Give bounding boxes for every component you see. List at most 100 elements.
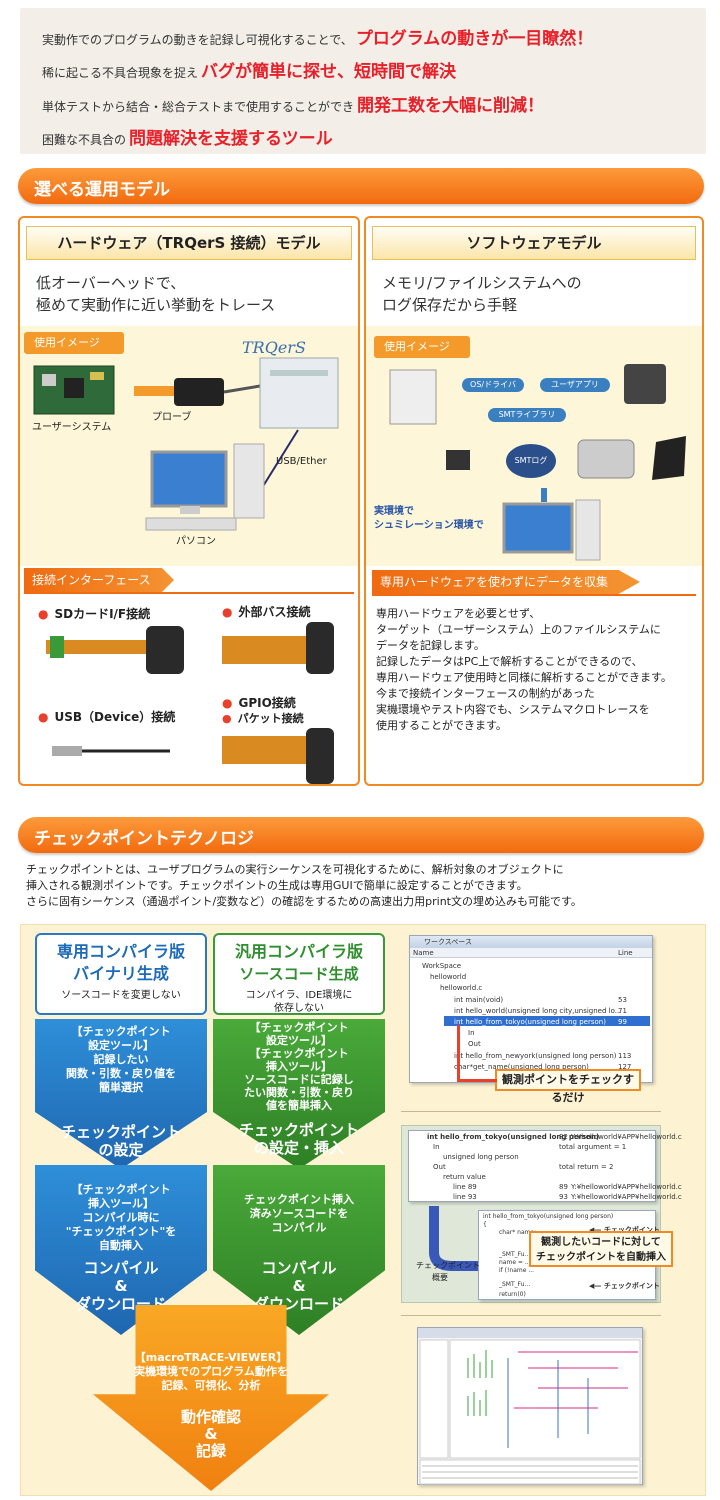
tree-row[interactable]: helloworld	[430, 973, 467, 981]
tree-row[interactable]: WorkSpace	[422, 962, 462, 970]
tree-row[interactable]: int main(void)	[454, 996, 504, 1004]
software-lead: メモリ/ファイルシステムへの	[382, 274, 582, 292]
binary-header: 専用コンパイラ版 バイナリ生成 ソースコードを変更しない	[35, 933, 207, 1015]
right-step2-label: コンパイル&ダウンロード	[253, 1259, 344, 1313]
box-smt-library: SMTライブラリ	[488, 408, 566, 422]
tree-row[interactable]: In	[468, 1029, 475, 1037]
right-step1-text: 【チェックポイント設定ツール】【チェックポイント挿入ツール】ソースコードに記録し…	[244, 1021, 354, 1112]
gpio-cable	[222, 736, 312, 764]
env-real: 実環境で	[374, 506, 414, 517]
viewer-toolbar	[418, 1328, 642, 1338]
tv-image	[446, 450, 470, 470]
software-image-area: 使用イメージ OS/ドライバ ユーザアプリ SMTライブラリ SMTログ 実環境…	[366, 326, 702, 566]
printer-image	[389, 369, 437, 425]
camcorder-image	[624, 364, 666, 404]
software-description: 専用ハードウェアを必要とせず、 ターゲット（ユーザーシステム）上のファイルシステ…	[376, 607, 672, 732]
env-sim: シュミレーション環境で	[374, 520, 484, 531]
workspace-header: Name Line	[410, 948, 652, 958]
probe-image	[174, 378, 224, 406]
cp-row[interactable]: return value	[443, 1173, 486, 1181]
interface-item: ●外部バス接続	[222, 605, 311, 619]
checkpoint-area: 専用コンパイラ版 バイナリ生成 ソースコードを変更しない 汎用コンパイラ版 ソー…	[20, 924, 706, 1496]
cp-row[interactable]: unsigned long person	[443, 1153, 519, 1161]
camera-image	[577, 439, 635, 479]
callout-pointer	[457, 1025, 460, 1081]
cp-row[interactable]: int hello_from_tokyo(unsigned long perso…	[427, 1133, 600, 1141]
tree-row[interactable]: Out	[468, 1040, 481, 1048]
bottom-label: 動作確認&記録	[180, 1408, 241, 1460]
box-user-app: ユーザアプリ	[540, 378, 610, 392]
summary-label: 概要	[432, 1273, 448, 1282]
label-user-system: ユーザーシステム	[32, 422, 112, 433]
interface-item: ●GPIO接続	[222, 696, 296, 710]
label-pc: パソコン	[176, 536, 216, 547]
software-title: ソフトウェアモデル	[372, 226, 696, 260]
cp-row[interactable]: line 93	[453, 1193, 477, 1201]
interface-item: ●パケット接続	[222, 712, 304, 725]
cp-label: ◀— チェックポイント	[589, 1226, 660, 1234]
tablet-image	[652, 436, 686, 480]
cp-label: ◀— チェックポイント	[589, 1282, 660, 1290]
cp-row[interactable]: Out	[433, 1163, 446, 1171]
left-step1-label: チェックポイントの設定	[60, 1123, 181, 1159]
usage-image-tag: 使用イメージ	[24, 332, 124, 354]
tree-row-selected[interactable]: int hello_from_tokyo(unsigned long perso…	[454, 1018, 606, 1026]
tree-row[interactable]: int hello_from_newyork(unsigned long per…	[454, 1052, 617, 1060]
intro-line: 稀に起こる不具合現象を捉えバグが簡単に探せ、短時間で解決	[42, 62, 457, 82]
selected-row-bg	[444, 1016, 650, 1026]
cp-row[interactable]: line 89	[453, 1183, 477, 1191]
tree-row[interactable]: helloworld.c	[440, 984, 483, 992]
checkpoint-table: int hello_from_tokyo(unsigned long perso…	[408, 1130, 682, 1202]
callout-pointer	[457, 1079, 497, 1082]
ribbon-line	[24, 592, 354, 594]
left-step2-text: 【チェックポイント挿入ツール】コンパイル時に"チェックポイント"を自動挿入	[65, 1183, 177, 1252]
section-header-models: 選べる運用モデル	[18, 168, 704, 204]
left-step2-label: コンパイル&ダウンロード	[75, 1259, 166, 1313]
bus-cable	[222, 636, 312, 664]
intro-line: 実動作でのプログラムの動きを記録し可視化することで、プログラムの動きが一目瞭然！	[42, 29, 594, 49]
section-header-checkpoint: チェックポイントテクノロジ	[18, 817, 704, 853]
tree-row[interactable]: char*get_name(unsigned long person)	[454, 1063, 589, 1071]
pc-tower	[233, 443, 265, 519]
right-step2-text: チェックポイント挿入済みソースコードをコンパイル	[244, 1193, 354, 1234]
interface-ribbon: 接続インターフェース	[24, 568, 174, 592]
bottom-text: 【macroTRACE-VIEWER】実機環境でのプログラム動作を記録、可視化、…	[134, 1351, 288, 1392]
software-diagram	[389, 364, 686, 561]
tree-row[interactable]: int hello_world(unsigned long city,unsig…	[454, 1007, 622, 1015]
left-step1-text: 【チェックポイント設定ツール】記録したい関数・引数・戻り値を簡単選択	[66, 1025, 176, 1094]
workspace-callout: 観測ポイントをチェックするだけ	[495, 1069, 641, 1104]
interface-item: ●SDカードI/F接続	[38, 607, 151, 621]
label-usb-ether: USB/Ether	[276, 456, 327, 467]
hardware-diagram	[33, 357, 339, 531]
trqers-logo: TRQerS	[242, 338, 306, 357]
ribbon-line	[372, 594, 696, 596]
checkpoint-intro: チェックポイントとは、ユーザプログラムの実行シーケンスを可視化するために、解析対…	[26, 863, 582, 908]
interface-item: ●USB（Device）接続	[38, 710, 176, 724]
right-step1-label: チェックポイントの設定・挿入	[238, 1121, 359, 1157]
pc-monitor	[502, 502, 574, 554]
bottom-arrow	[93, 1305, 329, 1491]
source-header: 汎用コンパイラ版 ソースコード生成 コンパイラ、IDE環境に 依存しない	[213, 933, 385, 1015]
summary-label: チェックポイント	[416, 1261, 480, 1270]
collect-ribbon: 専用ハードウェアを使わずにデータを収集	[372, 570, 640, 594]
hardware-image-area: 使用イメージ TRQerS ユーザーシステム プローブ USB/Ether パソ…	[20, 326, 358, 566]
software-panel: ソフトウェアモデル メモリ/ファイルシステムへの ログ保存だから手軽 使用イメー…	[364, 216, 704, 786]
intro-box: 実動作でのプログラムの動きを記録し可視化することで、プログラムの動きが一目瞭然！…	[20, 8, 706, 154]
box-smt-log: SMTログ	[506, 444, 556, 478]
intro-line: 単体テストから結合・総合テストまで使用することができ開発工数を大幅に削減！	[42, 96, 545, 116]
trqers-unit	[259, 357, 339, 429]
divider	[401, 1111, 661, 1112]
pc-keyboard	[145, 517, 237, 531]
hardware-lead: 極めて実動作に近い挙動をトレース	[36, 296, 276, 314]
hardware-lead: 低オーバーヘッドで、	[36, 274, 186, 292]
box-os-driver: OS/ドライバ	[462, 378, 524, 392]
cp-row[interactable]: In	[433, 1143, 440, 1151]
interface-images	[46, 622, 334, 784]
workspace-title: ワークスペース	[410, 936, 652, 948]
pc-monitor	[150, 450, 228, 508]
checkpoint-callout: 観測したいコードに対して チェックポイントを自動挿入	[529, 1231, 673, 1267]
software-lead: ログ保存だから手軽	[382, 296, 518, 314]
hardware-panel: ハードウェア（TRQerS 接続）モデル 低オーバーヘッドで、 極めて実動作に近…	[18, 216, 360, 786]
viewer-screenshot	[417, 1327, 643, 1485]
divider	[401, 1315, 661, 1316]
